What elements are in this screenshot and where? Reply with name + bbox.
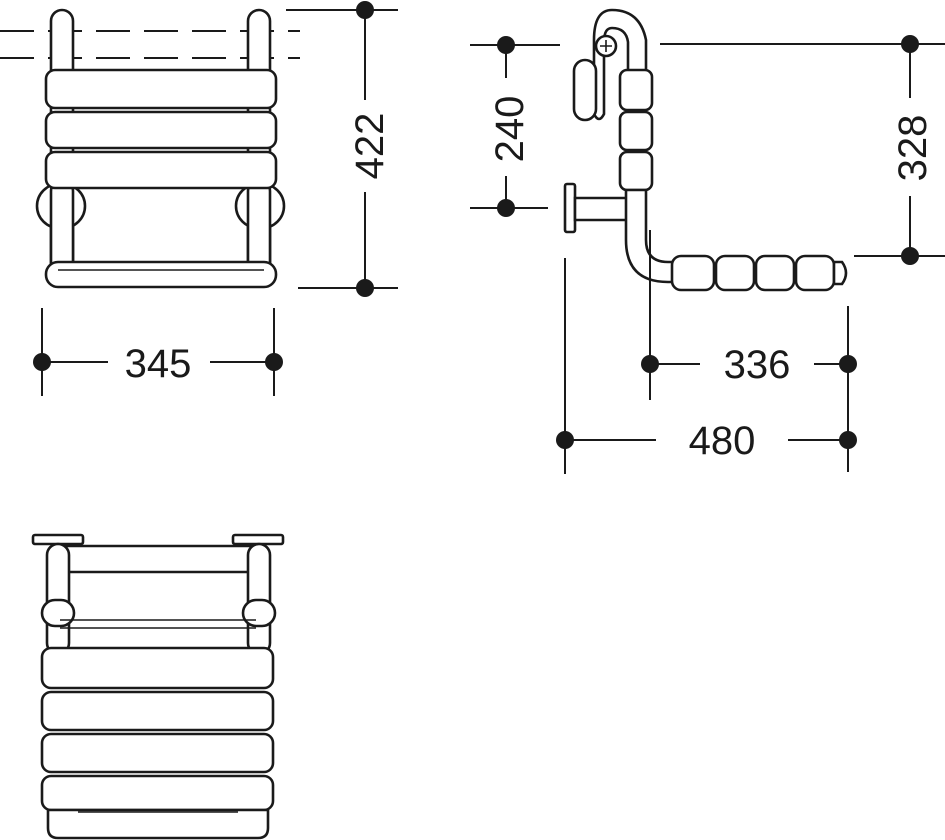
dimension-side-height: 328 — [660, 35, 945, 265]
dimension-side-upper: 240 — [470, 36, 560, 217]
plan-slat-1 — [40, 646, 275, 690]
dimension-front-width-label: 345 — [125, 342, 192, 386]
front-slat-1 — [44, 68, 278, 110]
dimension-side-depth-total: 480 — [556, 258, 857, 474]
plan-wall-plate-right — [231, 533, 285, 546]
side-segment-6 — [754, 254, 796, 292]
plan-front-bow — [46, 808, 270, 840]
plan-view — [31, 533, 285, 840]
plan-slat-4 — [40, 774, 275, 812]
front-slat-3 — [44, 150, 278, 190]
front-bottom-bar — [44, 260, 278, 289]
side-segment-2 — [618, 110, 654, 152]
plan-slat-2 — [40, 690, 275, 732]
dimension-side-height-label: 328 — [891, 115, 935, 182]
dimension-side-depth-total-label: 480 — [689, 419, 756, 463]
dimension-front-height-label: 422 — [348, 113, 392, 180]
side-hook — [592, 8, 648, 121]
dimension-front-width: 345 — [33, 308, 283, 396]
side-segment-7 — [794, 254, 836, 292]
side-view — [563, 8, 848, 292]
front-slat-2 — [44, 110, 278, 150]
dimension-side-depth-folded-label: 336 — [724, 343, 791, 387]
side-wall-plate — [563, 182, 577, 234]
plan-slat-3 — [40, 732, 275, 774]
dimension-front-height: 422 — [286, 1, 398, 297]
plan-wall-plate-left — [31, 533, 85, 546]
side-segment-5 — [714, 254, 756, 292]
side-segment-3 — [618, 150, 654, 192]
dimension-side-upper-label: 240 — [488, 96, 532, 163]
dimension-side-depth-folded: 336 — [641, 230, 857, 472]
side-segment-1 — [618, 68, 654, 112]
side-segment-4 — [670, 254, 716, 292]
front-view — [0, 8, 300, 289]
